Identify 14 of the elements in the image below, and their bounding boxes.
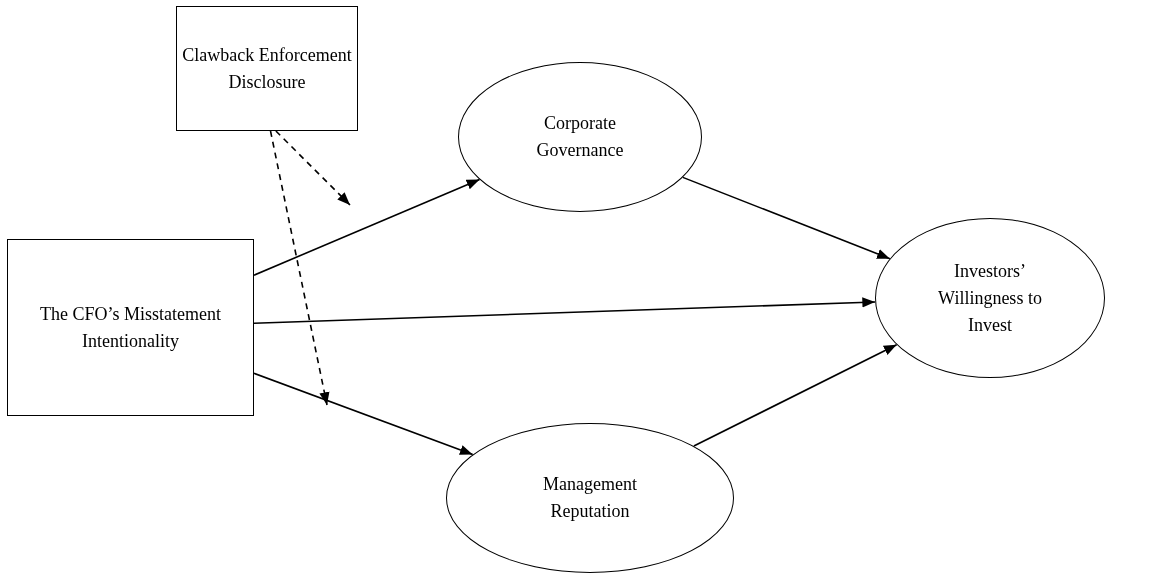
arrow: [682, 176, 891, 260]
dashed-arrow: [275, 130, 351, 206]
arrow: [253, 372, 474, 456]
arrow: [253, 297, 876, 325]
arrow: [253, 178, 481, 276]
node-label: Investors’ Willingness to Invest: [937, 259, 1043, 337]
node-label: Corporate Governance: [535, 112, 625, 162]
node-label: The CFO’s Misstatement Intentionality: [39, 302, 222, 353]
dashed-arrow: [269, 130, 330, 406]
construct-box: [176, 6, 358, 131]
node-label: Management Reputation: [542, 473, 638, 523]
arrow: [693, 343, 898, 447]
construct-box: [7, 239, 254, 416]
node-label: Clawback Enforcement Disclosure: [182, 43, 352, 94]
